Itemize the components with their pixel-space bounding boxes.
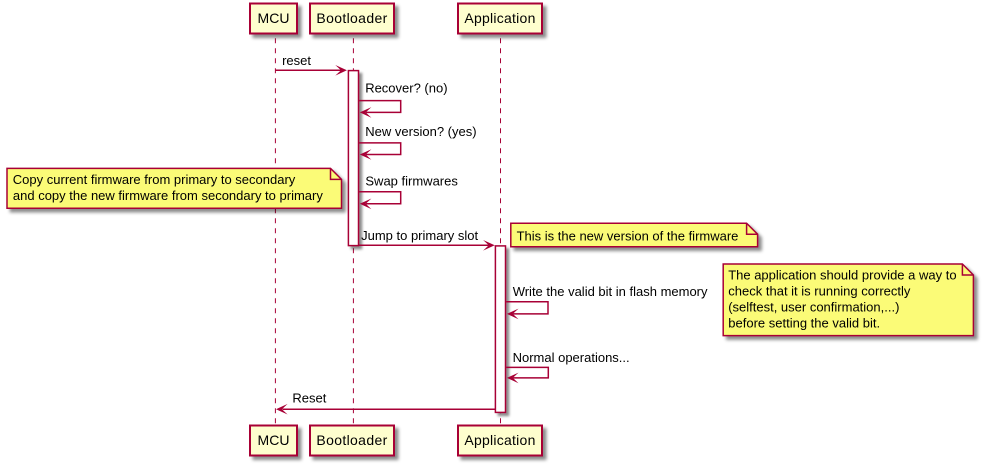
svg-text:Copy current firmware from pri: Copy current firmware from primary to se… <box>13 172 296 187</box>
svg-text:before setting the valid bit.: before setting the valid bit. <box>728 315 880 330</box>
svg-text:check that it is running corre: check that it is running correctly <box>728 283 911 298</box>
svg-text:Application: Application <box>464 432 535 448</box>
svg-text:This is the new version of the: This is the new version of the firmware <box>517 229 739 244</box>
svg-text:and copy the new firmware from: and copy the new firmware from secondary… <box>13 188 323 203</box>
svg-text:Swap firmwares: Swap firmwares <box>365 174 458 189</box>
svg-text:Recover? (no): Recover? (no) <box>365 81 447 96</box>
svg-text:New version? (yes): New version? (yes) <box>365 124 476 139</box>
svg-text:Reset: Reset <box>292 391 326 406</box>
svg-text:MCU: MCU <box>258 432 290 448</box>
svg-text:The application should provide: The application should provide a way to <box>728 267 956 282</box>
svg-text:Application: Application <box>464 10 535 26</box>
svg-text:Write the valid bit in flash m: Write the valid bit in flash memory <box>513 284 708 299</box>
svg-text:Normal operations...: Normal operations... <box>513 350 630 365</box>
svg-text:Jump to primary slot: Jump to primary slot <box>361 228 478 243</box>
svg-text:Bootloader: Bootloader <box>316 10 387 26</box>
svg-text:reset: reset <box>282 53 311 68</box>
svg-text:(selftest, user confirmation,.: (selftest, user confirmation,...) <box>728 299 899 314</box>
svg-text:MCU: MCU <box>258 10 290 26</box>
svg-text:Bootloader: Bootloader <box>316 432 387 448</box>
